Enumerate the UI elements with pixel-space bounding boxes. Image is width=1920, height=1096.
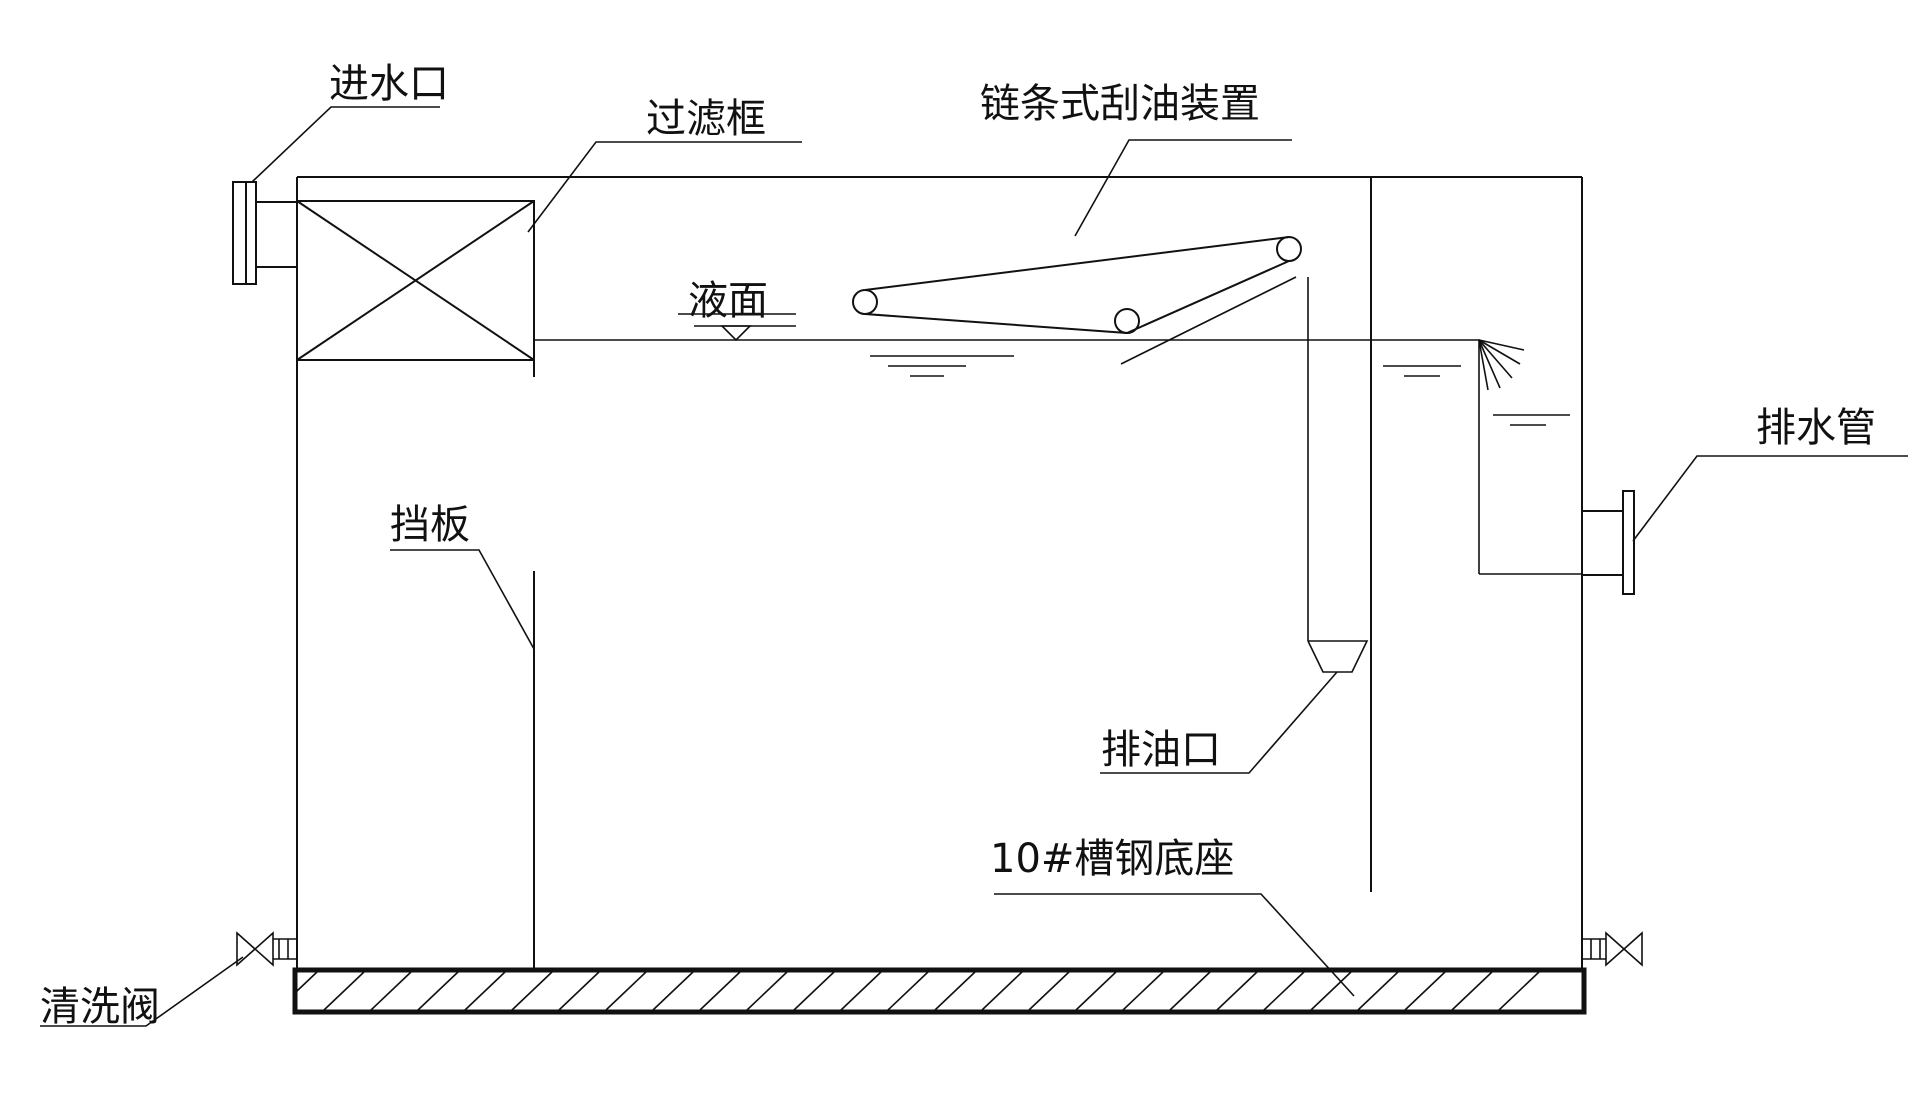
base-hatch-line — [1216, 971, 1258, 1011]
base-hatch-line — [605, 971, 647, 1011]
skimmer-roller-right — [1276, 236, 1302, 262]
base-hatch-line — [746, 971, 788, 1011]
chain-skimmer — [852, 236, 1302, 365]
base-hatch-line — [417, 971, 459, 1011]
base-hatch-line — [1404, 971, 1446, 1011]
base-hatch-line — [464, 971, 506, 1011]
label-inlet: 进水口 — [329, 61, 449, 107]
wash-valve-right — [1582, 931, 1643, 967]
label-drain-pipe: 排水管 — [1756, 405, 1876, 451]
inlet-pipe — [232, 181, 297, 285]
label-chain-skimmer: 链条式刮油装置 — [980, 81, 1260, 127]
partition-wall — [1370, 177, 1461, 892]
base-hatch-line — [1075, 971, 1117, 1011]
label-wash-valve: 清洗阀 — [40, 984, 160, 1030]
base-hatch-line — [840, 971, 882, 1011]
label-liquid-level: 液面 — [688, 278, 768, 324]
base-hatch-line — [934, 971, 976, 1011]
wash-valve-left — [236, 931, 297, 967]
liquid-surface — [534, 325, 1480, 377]
base-hatch-line — [1451, 971, 1493, 1011]
base-hatch-line — [1028, 971, 1070, 1011]
base-hatch-line — [558, 971, 600, 1011]
base-hatch-line — [1357, 971, 1399, 1011]
water-level-symbol — [720, 325, 752, 342]
base-hatch-line — [793, 971, 835, 1011]
base-hatch-line — [323, 971, 365, 1011]
labels: 进水口 过滤框 链条式刮油装置 液面 挡板 排水管 排油口 10#槽钢底座 清洗… — [40, 61, 1876, 1030]
base-hatch-line — [296, 971, 318, 992]
drain-pipe — [1582, 490, 1635, 595]
base-hatch-line — [699, 971, 741, 1011]
label-filter-frame: 过滤框 — [646, 96, 766, 142]
filter-frame — [296, 200, 535, 377]
base-hatch-line — [1263, 971, 1305, 1011]
drain-overflow — [1478, 339, 1582, 575]
label-baffle: 挡板 — [390, 502, 470, 548]
base-hatch-line — [370, 971, 412, 1011]
skimmer-roller-left — [852, 289, 878, 315]
oil-outlet-pipe — [1307, 277, 1369, 673]
label-base: 10#槽钢底座 — [990, 836, 1234, 882]
label-oil-outlet: 排油口 — [1101, 727, 1221, 773]
base-hatch-line — [652, 971, 694, 1011]
base-hatch-line — [511, 971, 553, 1011]
leader-lines — [40, 106, 1908, 1027]
base-hatch-line — [1169, 971, 1211, 1011]
tank-body — [296, 176, 1583, 970]
base-hatch-line — [887, 971, 929, 1011]
base-hatch-line — [1498, 971, 1540, 1011]
base-hatch-line — [1122, 971, 1164, 1011]
base-hatch-line — [981, 971, 1023, 1011]
channel-steel-base — [292, 967, 1587, 1015]
base-hatch-line — [1310, 971, 1352, 1011]
